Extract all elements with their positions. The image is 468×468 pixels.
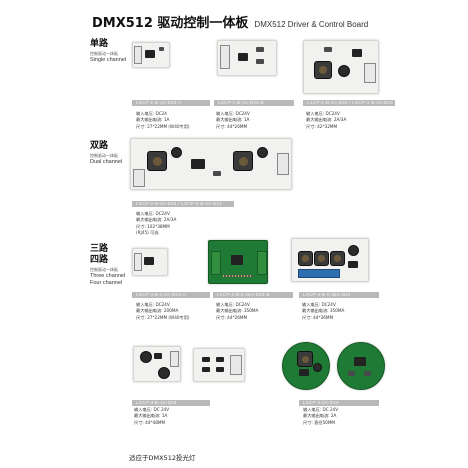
product-8-board-image-front [133, 346, 181, 382]
product-8-specs: 输入电压: DC 24V 最大输出电流: 1A 尺寸: 44*48MM [134, 407, 170, 425]
section-three-english: Three channel [90, 273, 126, 279]
ic-chip [354, 357, 366, 366]
product-2-model: LXCP-1-B-1A-D24-B [214, 100, 294, 106]
product-2-specs: 输入电压: DC24V 最大输出电流: 1A 尺寸: 44*26MM [216, 111, 250, 129]
section-dual-subtitle: 控制驱动一体板 [90, 153, 118, 158]
section-multi-subtitle: 控制驱动一体板 [90, 267, 118, 272]
ic-chip [159, 47, 164, 51]
product-6-model: LXCP-4-B-0.35A-D24-B [213, 292, 293, 298]
section-dual-english: Dual channel [90, 159, 123, 165]
inductor-coil [297, 351, 313, 367]
section-three-title: 三路 [90, 244, 109, 254]
inductor-coil [298, 251, 313, 266]
inductor-coil [330, 251, 345, 266]
terminal-block [298, 269, 340, 278]
product-1-model: LXCP-1-B-1A-D24-A [132, 100, 210, 106]
product-3-specs: 输入电压: DC24V 最大输出电流: 2A/3A 尺寸: 42*32MM [306, 111, 347, 129]
product-7-board-image [291, 238, 369, 282]
inductor-coil [233, 151, 253, 171]
capacitor [348, 245, 359, 256]
ic-chip [144, 257, 154, 265]
product-5-specs: 输入电压: DC24V 最大输出电流: 200MA 尺寸: 27*22MM (W… [136, 302, 190, 320]
terminal-block [277, 153, 289, 175]
ic-chip [256, 47, 264, 52]
product-6-board-image [208, 240, 268, 284]
product-9-board-image-back [337, 342, 385, 390]
terminal-block [134, 253, 142, 271]
product-1-board-image [132, 42, 170, 68]
ic-chip [324, 47, 332, 52]
product-2-board-image [217, 40, 277, 76]
product-9-specs: 输入电压: DC 24V 最大输出电流: 2A 尺寸: 直径50MM [303, 407, 339, 425]
product-4-board-image [130, 138, 292, 190]
terminal-block [170, 351, 179, 367]
section-four-title: 四路 [90, 255, 109, 265]
footer-note: 适应于DMX512投光灯 [129, 454, 196, 462]
terminal-block [364, 63, 376, 83]
product-6-specs: 输入电压: DC24V 最大输出电流: 350MA 尺寸: 44*26MM [216, 302, 259, 320]
product-4-specs: 输入电压: DC24V 最大输出电流: 2A/3A 尺寸: 102*38MM (… [136, 211, 177, 235]
product-9-board-image-front [282, 342, 330, 390]
section-dual-title: 双路 [90, 141, 109, 151]
capacitor [140, 351, 152, 363]
page-title-en: DMX512 Driver & Control Board [254, 20, 369, 29]
product-3-model: LXCP-1-B-2A-D24 / LXCP-1-B-3A-D24 [303, 100, 395, 106]
inductor-coil [147, 151, 167, 171]
section-four-english: Four channel [90, 280, 123, 286]
section-single-subtitle: 控制驱动一体板 [90, 51, 118, 56]
ic-chip [202, 357, 210, 362]
capacitor [171, 147, 182, 158]
capacitor [313, 363, 322, 372]
ic-chip [256, 59, 264, 64]
ic-chip [213, 171, 221, 176]
product-4-model: LXCP-2-B-2A-D24 / LXCP-2-B-3A-D24 [132, 201, 234, 207]
product-8-board-image-back [193, 348, 245, 382]
ic-chip [238, 53, 248, 61]
ic-chip [216, 367, 224, 372]
page-title-cn: DMX512 驱动控制一体板 [92, 16, 249, 31]
product-9-model: LXCP-4-2A-D24 [299, 400, 379, 406]
capacitor [338, 65, 350, 77]
product-7-specs: 输入电压: DC24V 最大输出电流: 350MA 尺寸: 44*36MM [302, 302, 345, 320]
page-header: DMX512 驱动控制一体板 DMX512 Driver & Control B… [92, 12, 368, 31]
ic-chip [145, 50, 155, 58]
product-5-model: LXCP-4-B-0.2A-D24-A [132, 292, 210, 298]
ic-chip [364, 371, 371, 376]
section-single-title: 单路 [90, 39, 109, 49]
ic-chip [299, 369, 309, 376]
terminal-block [230, 355, 242, 375]
section-single-label: 单路 控制驱动一体板 Single channel [90, 39, 126, 64]
ic-chip [348, 371, 355, 376]
inductor-coil [314, 251, 329, 266]
section-dual-label: 双路 控制驱动一体板 Dual channel [90, 141, 122, 166]
terminal-block [134, 46, 142, 64]
ic-chip [216, 357, 224, 362]
pin-header [223, 275, 253, 277]
ic-chip [348, 261, 358, 268]
product-3-board-image [303, 40, 379, 94]
ic-chip [231, 255, 243, 265]
capacitor [158, 367, 170, 379]
ic-chip [191, 159, 205, 169]
terminal-block [211, 251, 221, 275]
section-single-english: Single channel [90, 57, 127, 63]
section-multi-label: 三路 四路 控制驱动一体板 Three channel Four channel [90, 244, 125, 287]
product-8-model: LXCP-4-B-1A-D24 [132, 400, 210, 406]
terminal-block [220, 45, 230, 69]
product-7-model: LXCP-4-B-0.35A-D24 [299, 292, 379, 298]
ic-chip [154, 353, 162, 359]
ic-chip [202, 367, 210, 372]
terminal-block [257, 251, 267, 275]
product-5-board-image [132, 248, 168, 276]
terminal-block [133, 169, 145, 187]
inductor-coil [314, 61, 332, 79]
capacitor [257, 147, 268, 158]
product-1-specs: 输入电压: DC24 最大输出电流: 1A 尺寸: 27*22MM (W40专用… [136, 111, 190, 129]
ic-chip [352, 49, 362, 57]
